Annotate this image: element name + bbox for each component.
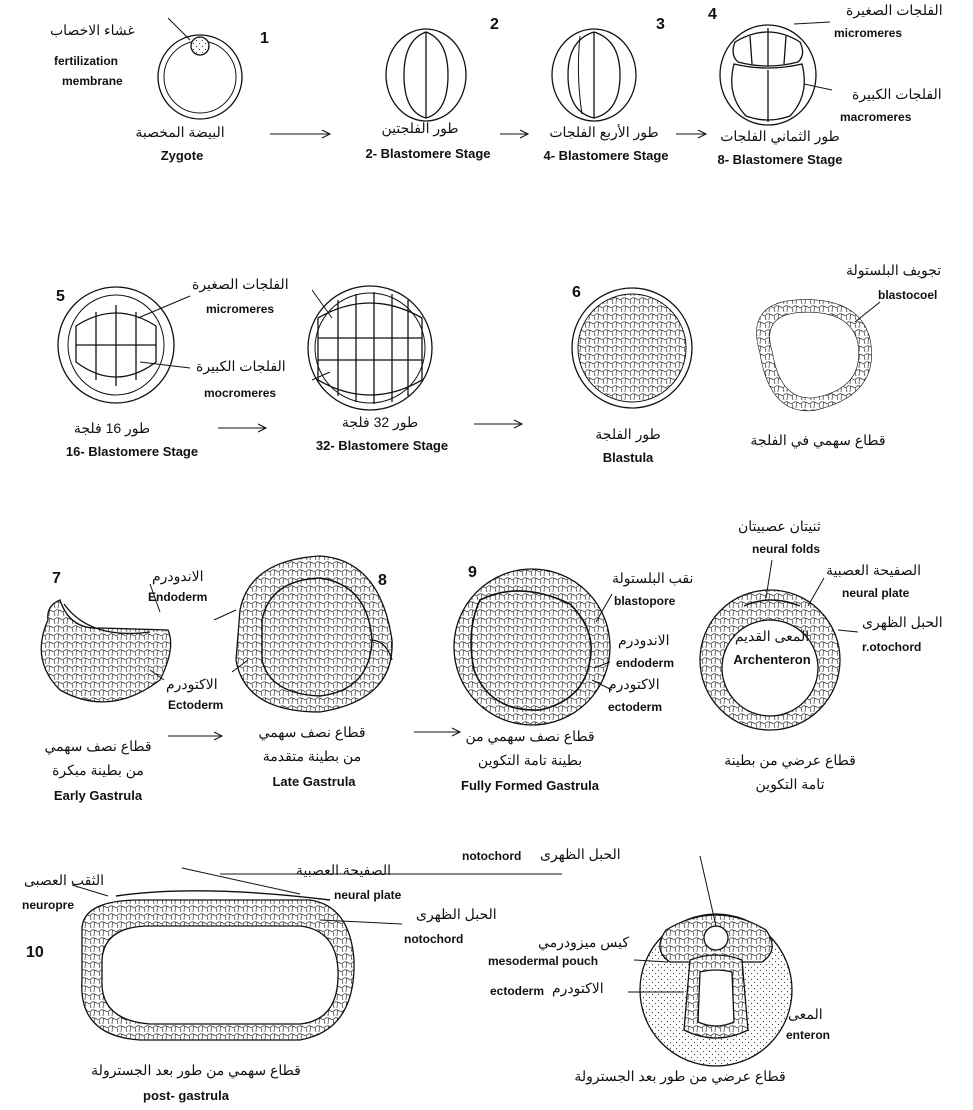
thirtytwo-blastomere-label-en: 32- Blastomere Stage — [316, 438, 448, 453]
notochord-top-label-ar: الحبل الظهرى — [540, 846, 621, 863]
two-blastomere-drawing — [386, 29, 466, 121]
thirtytwo-blastomere-label-ar: طور 32 فلجة — [342, 414, 418, 431]
neuropore-label-en: neuropre — [22, 898, 74, 912]
stage-number-5: 5 — [56, 288, 65, 306]
notochord-top-label-en: notochord — [462, 849, 521, 863]
neural-plate2-label-en: neural plate — [334, 888, 401, 902]
blastula-section-drawing — [757, 300, 880, 411]
eight-blastomere-label-ar: طور الثماني الفلجات — [720, 128, 840, 145]
stage-number-9: 9 — [468, 564, 477, 582]
neural-plate-label-en: neural plate — [842, 586, 909, 600]
ectoderm2-label-en: ectoderm — [608, 700, 662, 714]
micromeres-label-en: micromeres — [834, 26, 902, 40]
notochord-label-ar: الحبل الظهرى — [862, 614, 943, 631]
blastopore-label-en: blastopore — [614, 594, 675, 608]
micromeres2-label-en: micromeres — [206, 302, 274, 316]
fertilization-membrane-label-en2: membrane — [62, 74, 123, 88]
zygote-label-ar: البيضة المخصبة — [135, 124, 224, 141]
fertilization-membrane-label-en1: fertilization — [54, 54, 118, 68]
post-gastrula-cross-drawing — [628, 856, 792, 1066]
neural-folds-label-ar: ثنيتان عصبيتان — [738, 518, 821, 535]
micromeres-label-ar: الفلجات الصغيرة — [846, 2, 943, 19]
sixteen-blastomere-label-en: 16- Blastomere Stage — [66, 444, 198, 459]
macromeres2-label-en: mocromeres — [204, 386, 276, 400]
enteron-label-ar: المعى — [788, 1006, 823, 1023]
four-blastomere-label-en: 4- Blastomere Stage — [544, 148, 669, 163]
endoderm2-label-ar: الاندودرم — [618, 632, 670, 649]
notochord2-label-en: notochord — [404, 932, 463, 946]
cross-gastrula-label-ar2: تامة التكوين — [756, 776, 825, 793]
macromeres2-label-ar: الفلجات الكبيرة — [196, 358, 286, 375]
mesodermal-pouch-label-ar: كيس ميزودرمي — [538, 934, 629, 951]
mesodermal-pouch-label-en: mesodermal pouch — [488, 954, 598, 968]
neural-plate2-label-ar: الصفيحة العصبية — [296, 862, 391, 879]
cross-gastrula-label-ar1: قطاع عرضي من بطينة — [724, 752, 856, 769]
stage-number-8: 8 — [378, 572, 387, 590]
stage-number-2: 2 — [490, 16, 499, 34]
late-gastrula-label-en: Late Gastrula — [272, 774, 355, 789]
macromeres-label-en: macromeres — [840, 110, 911, 124]
four-blastomere-label-ar: طور الأربع الفلجات — [549, 124, 658, 141]
full-gastrula-drawing — [454, 569, 612, 725]
full-gastrula-label-ar2: بطينة تامة التكوين — [478, 752, 582, 769]
enteron-label-en: enteron — [786, 1028, 830, 1042]
early-gastrula-label-ar2: من بطينة مبكرة — [52, 762, 144, 779]
four-blastomere-drawing — [552, 29, 636, 121]
late-gastrula-label-ar1: قطاع نصف سهمي — [258, 724, 365, 741]
ectoderm3-label-ar: الاكتودرم — [552, 980, 604, 997]
post-gastrula-cross-label-ar: قطاع عرضي من طور بعد الجسترولة — [574, 1068, 785, 1085]
stage-number-3: 3 — [656, 16, 665, 34]
neuropore-label-ar: الثقب العصبى — [24, 872, 104, 889]
ectoderm2-label-ar: الاكتودرم — [608, 676, 660, 693]
early-gastrula-label-en: Early Gastrula — [54, 788, 142, 803]
ectoderm-label-ar: الاكتودرم — [166, 676, 218, 693]
ectoderm-label-en: Ectoderm — [168, 698, 223, 712]
neural-plate-label-ar: الصفيحة العصبية — [826, 562, 921, 579]
stage-number-4: 4 — [708, 6, 717, 24]
blastula-drawing — [572, 288, 692, 408]
stage-number-7: 7 — [52, 570, 61, 588]
micromeres2-label-ar: الفلجات الصغيرة — [192, 276, 289, 293]
notochord2-label-ar: الحبل الظهرى — [416, 906, 497, 923]
gastrula-cross-section-drawing — [700, 560, 858, 730]
full-gastrula-label-ar1: قطاع نصف سهمي من — [465, 728, 594, 745]
post-gastrula-sagittal-label-ar: قطاع سهمي من طور بعد الجسترولة — [91, 1062, 301, 1079]
fertilization-membrane-label-ar: غشاء الاخصاب — [50, 22, 135, 39]
neural-folds-label-en: neural folds — [752, 542, 820, 556]
blastula-label-en: Blastula — [603, 450, 654, 465]
macromeres-label-ar: الفلجات الكبيرة — [852, 86, 942, 103]
blastopore-label-ar: نقب البلستولة — [612, 570, 693, 587]
endoderm-label-ar: الاندودرم — [152, 568, 204, 585]
blastula-label-ar: طور الفلجة — [595, 426, 660, 443]
endoderm-label-en: Endoderm — [148, 590, 207, 604]
eight-blastomere-drawing — [720, 22, 832, 125]
endoderm2-label-en: endoderm — [616, 656, 674, 670]
full-gastrula-label-en: Fully Formed Gastrula — [461, 778, 599, 793]
stage-number-6: 6 — [572, 284, 581, 302]
zygote-label-en: Zygote — [161, 148, 204, 163]
late-gastrula-label-ar2: من بطينة متقدمة — [263, 748, 361, 765]
blastocoel-label-ar: تجويف البلستولة — [846, 262, 941, 279]
late-gastrula-drawing — [214, 556, 392, 712]
archenteron-label-ar: المعى القديم — [735, 628, 809, 645]
blastula-section-label-ar: قطاع سهمي في الفلجة — [750, 432, 885, 449]
ectoderm3-label-en: ectoderm — [490, 984, 544, 998]
notochord-label-en: r.otochord — [862, 640, 921, 654]
post-gastrula-sagittal-label-en: post- gastrula — [143, 1088, 229, 1103]
two-blastomere-label-en: 2- Blastomere Stage — [366, 146, 491, 161]
thirtytwo-blastomere-drawing — [308, 286, 432, 410]
sixteen-blastomere-label-ar: طور 16 فلجة — [74, 420, 150, 437]
blastocoel-label-en: blastocoel — [878, 288, 937, 302]
stage-number-1: 1 — [260, 30, 269, 48]
stage-number-10: 10 — [26, 944, 44, 962]
two-blastomere-label-ar: طور الفلجتين — [381, 120, 458, 137]
eight-blastomere-label-en: 8- Blastomere Stage — [718, 152, 843, 167]
early-gastrula-label-ar1: قطاع نصف سهمي — [44, 738, 151, 755]
zygote-drawing — [158, 18, 242, 119]
archenteron-label-en: Archenteron — [733, 652, 810, 667]
sixteen-blastomere-drawing — [58, 287, 190, 403]
